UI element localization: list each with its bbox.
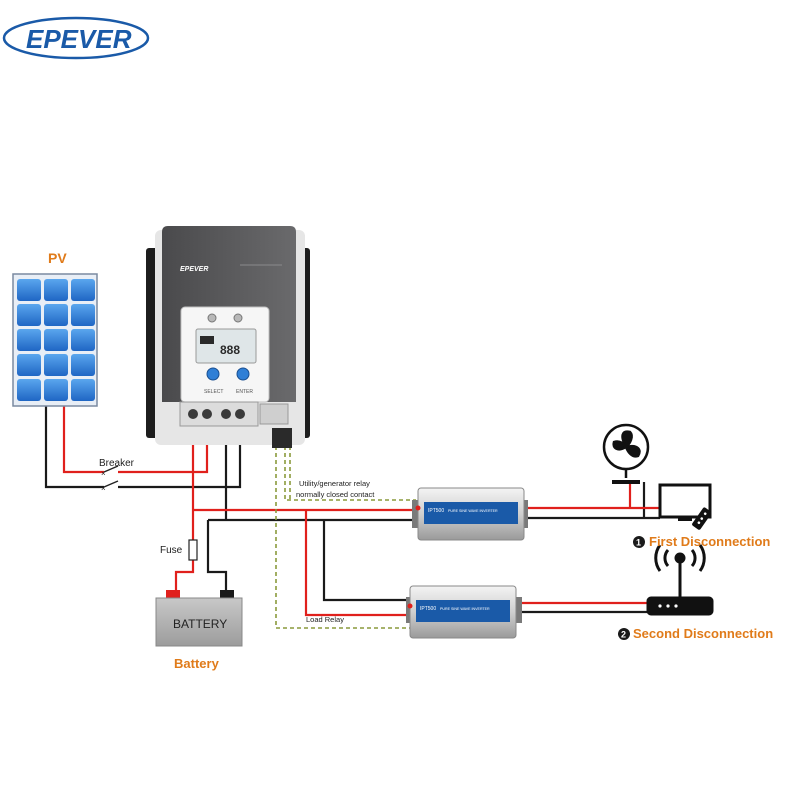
epever-logo: EPEVER bbox=[2, 16, 150, 60]
svg-text:×: × bbox=[101, 469, 106, 478]
brand-name: EPEVER bbox=[26, 24, 132, 54]
inverter-2-desc: PURE SINE WAVE INVERTER bbox=[440, 607, 490, 611]
second-disconnection: 2 Second Disconnection bbox=[618, 626, 773, 641]
fuse-label: Fuse bbox=[160, 545, 183, 556]
pv-cell bbox=[44, 304, 68, 326]
second-disconnection-label: Second Disconnection bbox=[633, 626, 773, 641]
inverter-2-model: IPT500 bbox=[420, 606, 436, 612]
enter-label: ENTER bbox=[236, 389, 253, 395]
pv-cell bbox=[71, 279, 95, 301]
pv-cell bbox=[44, 279, 68, 301]
load-relay-label: Load Relay bbox=[306, 615, 344, 624]
pv-cell bbox=[17, 354, 41, 376]
relay-note-2: normally closed contact bbox=[296, 490, 375, 499]
router-icon bbox=[646, 544, 714, 616]
second-num: 2 bbox=[621, 630, 626, 640]
pv-cell bbox=[71, 379, 95, 401]
pv-cell bbox=[17, 279, 41, 301]
controller-brand: EPEVER bbox=[180, 266, 208, 273]
pv-cell bbox=[44, 354, 68, 376]
inverter-1: IPT500 PURE SINE WAVE INVERTER bbox=[412, 487, 528, 541]
enter-button[interactable] bbox=[236, 367, 250, 381]
pv-cell bbox=[71, 304, 95, 326]
inverter-2: IPT500 PURE SINE WAVE INVERTER bbox=[406, 585, 522, 639]
pv-cell bbox=[17, 329, 41, 351]
wires bbox=[44, 406, 660, 617]
select-label: SELECT bbox=[204, 389, 223, 395]
breaker-label: Breaker bbox=[99, 458, 135, 469]
tv-icon bbox=[658, 483, 712, 530]
lcd-readout: 888 bbox=[220, 343, 240, 357]
battery-box-text: BATTERY bbox=[173, 617, 227, 631]
fan-icon bbox=[602, 423, 650, 484]
breaker-symbol: × × bbox=[101, 465, 119, 493]
pv-cell bbox=[71, 354, 95, 376]
fuse-symbol bbox=[188, 539, 198, 561]
pv-cell bbox=[44, 379, 68, 401]
charge-controller: EPEVER 888 SELECT ENTER bbox=[146, 226, 310, 448]
battery: BATTERY bbox=[155, 590, 243, 647]
inverter-1-desc: PURE SINE WAVE INVERTER bbox=[448, 509, 498, 513]
remote-icon bbox=[692, 507, 712, 530]
pv-label: PV bbox=[48, 250, 67, 266]
first-num: 1 bbox=[636, 538, 641, 548]
relay-note-1: Utility/generator relay bbox=[299, 479, 370, 488]
pv-cell bbox=[17, 304, 41, 326]
pv-panel bbox=[12, 273, 98, 407]
pv-cell bbox=[44, 329, 68, 351]
pv-cell bbox=[17, 379, 41, 401]
first-disconnection-label: First Disconnection bbox=[649, 534, 770, 549]
inverter-1-model: IPT500 bbox=[428, 508, 444, 514]
relay-lines bbox=[275, 425, 416, 629]
select-button[interactable] bbox=[206, 367, 220, 381]
battery-label: Battery bbox=[174, 656, 220, 671]
pv-cell bbox=[71, 329, 95, 351]
svg-text:×: × bbox=[101, 484, 106, 493]
first-disconnection: 1 First Disconnection bbox=[633, 534, 770, 549]
